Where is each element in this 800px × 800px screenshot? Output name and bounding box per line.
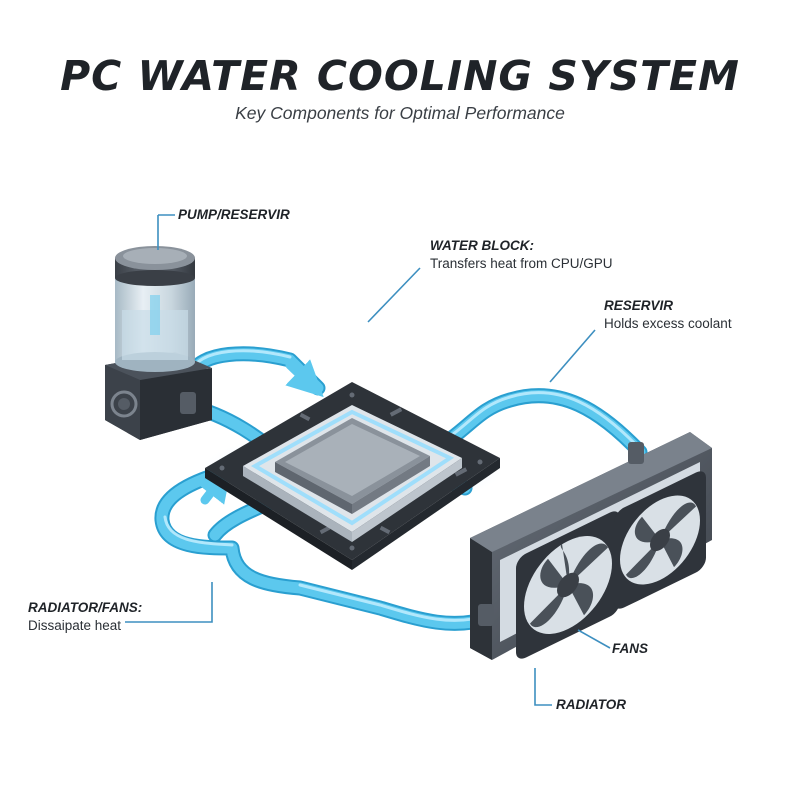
- label-pump-reservoir-title: PUMP/RESERVIR: [178, 207, 290, 222]
- callout-line-water-block: [367, 267, 421, 323]
- fan-right: [614, 471, 706, 609]
- callout-line-fans: [577, 629, 611, 649]
- label-water-block: WATER BLOCK: Transfers heat from CPU/GPU: [430, 238, 613, 271]
- water-block: [202, 382, 502, 570]
- label-fans-title: FANS: [612, 641, 649, 656]
- callout-line-reservoir: [549, 329, 596, 383]
- flow-arrow-into-block: [285, 359, 324, 398]
- callout-line-radiator: [534, 668, 552, 706]
- label-water-block-desc: Transfers heat from CPU/GPU: [430, 256, 613, 271]
- label-radiator-fans-title: RADIATOR/FANS:: [28, 600, 143, 615]
- page-title: PC WATER COOLING SYSTEM: [60, 52, 740, 100]
- label-reservoir-desc: Holds excess coolant: [604, 316, 732, 331]
- label-radiator-title: RADIATOR: [556, 697, 626, 712]
- callout-line-pump: [157, 214, 175, 250]
- page-subtitle: Key Components for Optimal Performance: [235, 103, 565, 123]
- fan-left: [516, 511, 620, 659]
- label-reservoir-title: RESERVIR: [604, 298, 674, 313]
- callout-lines: [125, 214, 611, 706]
- pump-reservoir: [105, 246, 212, 440]
- label-pump-reservoir: PUMP/RESERVIR: [178, 207, 290, 222]
- label-reservoir: RESERVIR Holds excess coolant: [604, 298, 732, 331]
- label-fans: FANS: [612, 641, 648, 656]
- label-radiator: RADIATOR: [556, 697, 626, 712]
- label-radiator-fans: RADIATOR/FANS: Dissaipate heat: [28, 600, 142, 633]
- label-water-block-title: WATER BLOCK:: [430, 238, 534, 253]
- callout-line-radiator-fans: [125, 582, 213, 623]
- label-radiator-fans-desc: Dissaipate heat: [28, 618, 122, 633]
